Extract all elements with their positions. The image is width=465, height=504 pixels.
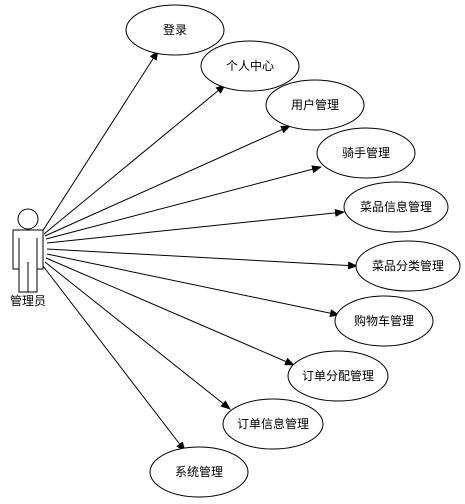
- use-case-order-assign-mgmt[interactable]: 订单分配管理: [287, 350, 389, 402]
- association-line-personal-center: [43, 84, 226, 235]
- use-case-label: 购物车管理: [354, 313, 414, 328]
- use-case-ellipse: [334, 295, 434, 347]
- use-case-ellipse: [222, 398, 324, 450]
- association-line-login: [41, 50, 159, 233]
- use-case-label: 个人中心: [226, 58, 274, 73]
- actor-head: [17, 208, 39, 230]
- use-case-label: 登录: [163, 22, 187, 37]
- use-case-label: 系统管理: [175, 464, 223, 479]
- use-case-ellipse: [343, 181, 449, 233]
- use-case-ellipse: [355, 240, 461, 292]
- association-lines: [41, 50, 358, 452]
- use-case-label: 菜品信息管理: [360, 199, 432, 214]
- use-case-system-mgmt[interactable]: 系统管理: [149, 446, 249, 498]
- use-case-login[interactable]: 登录: [125, 4, 225, 56]
- association-line-order-assign-mgmt: [45, 257, 295, 366]
- use-case-label: 用户管理: [291, 97, 339, 112]
- association-line-rider-mgmt: [45, 165, 322, 240]
- use-case-ellipse: [149, 446, 249, 498]
- association-line-user-mgmt: [44, 125, 291, 237]
- use-case-label: 骑手管理: [342, 145, 390, 160]
- use-case-rider-mgmt[interactable]: 骑手管理: [316, 127, 416, 179]
- association-line-system-mgmt: [42, 265, 186, 452]
- use-case-label: 订单信息管理: [237, 416, 309, 431]
- use-case-label: 订单分配管理: [302, 368, 374, 383]
- use-case-ellipse: [200, 40, 300, 92]
- use-case-ellipse: [316, 127, 416, 179]
- use-case-label: 菜品分类管理: [372, 258, 444, 273]
- association-line-dish-category-mgmt: [46, 248, 358, 270]
- use-case-personal-center[interactable]: 个人中心: [200, 40, 300, 92]
- use-case-ellipse: [287, 350, 389, 402]
- use-case-dish-info-mgmt[interactable]: 菜品信息管理: [343, 181, 449, 233]
- use-case-ellipse: [125, 4, 225, 56]
- use-case-cart-mgmt[interactable]: 购物车管理: [334, 295, 434, 347]
- use-case-ellipse: [265, 79, 365, 131]
- actor-body: [12, 229, 44, 293]
- use-case-order-info-mgmt[interactable]: 订单信息管理: [222, 398, 324, 450]
- association-line-order-info-mgmt: [44, 261, 231, 410]
- use-case-dish-category-mgmt[interactable]: 菜品分类管理: [355, 240, 461, 292]
- actor-admin-figure: [12, 208, 44, 293]
- association-line-dish-info-mgmt: [46, 208, 345, 244]
- actor-label: 管理员: [10, 293, 46, 308]
- association-line-cart-mgmt: [46, 253, 340, 318]
- use-case-user-mgmt[interactable]: 用户管理: [265, 79, 365, 131]
